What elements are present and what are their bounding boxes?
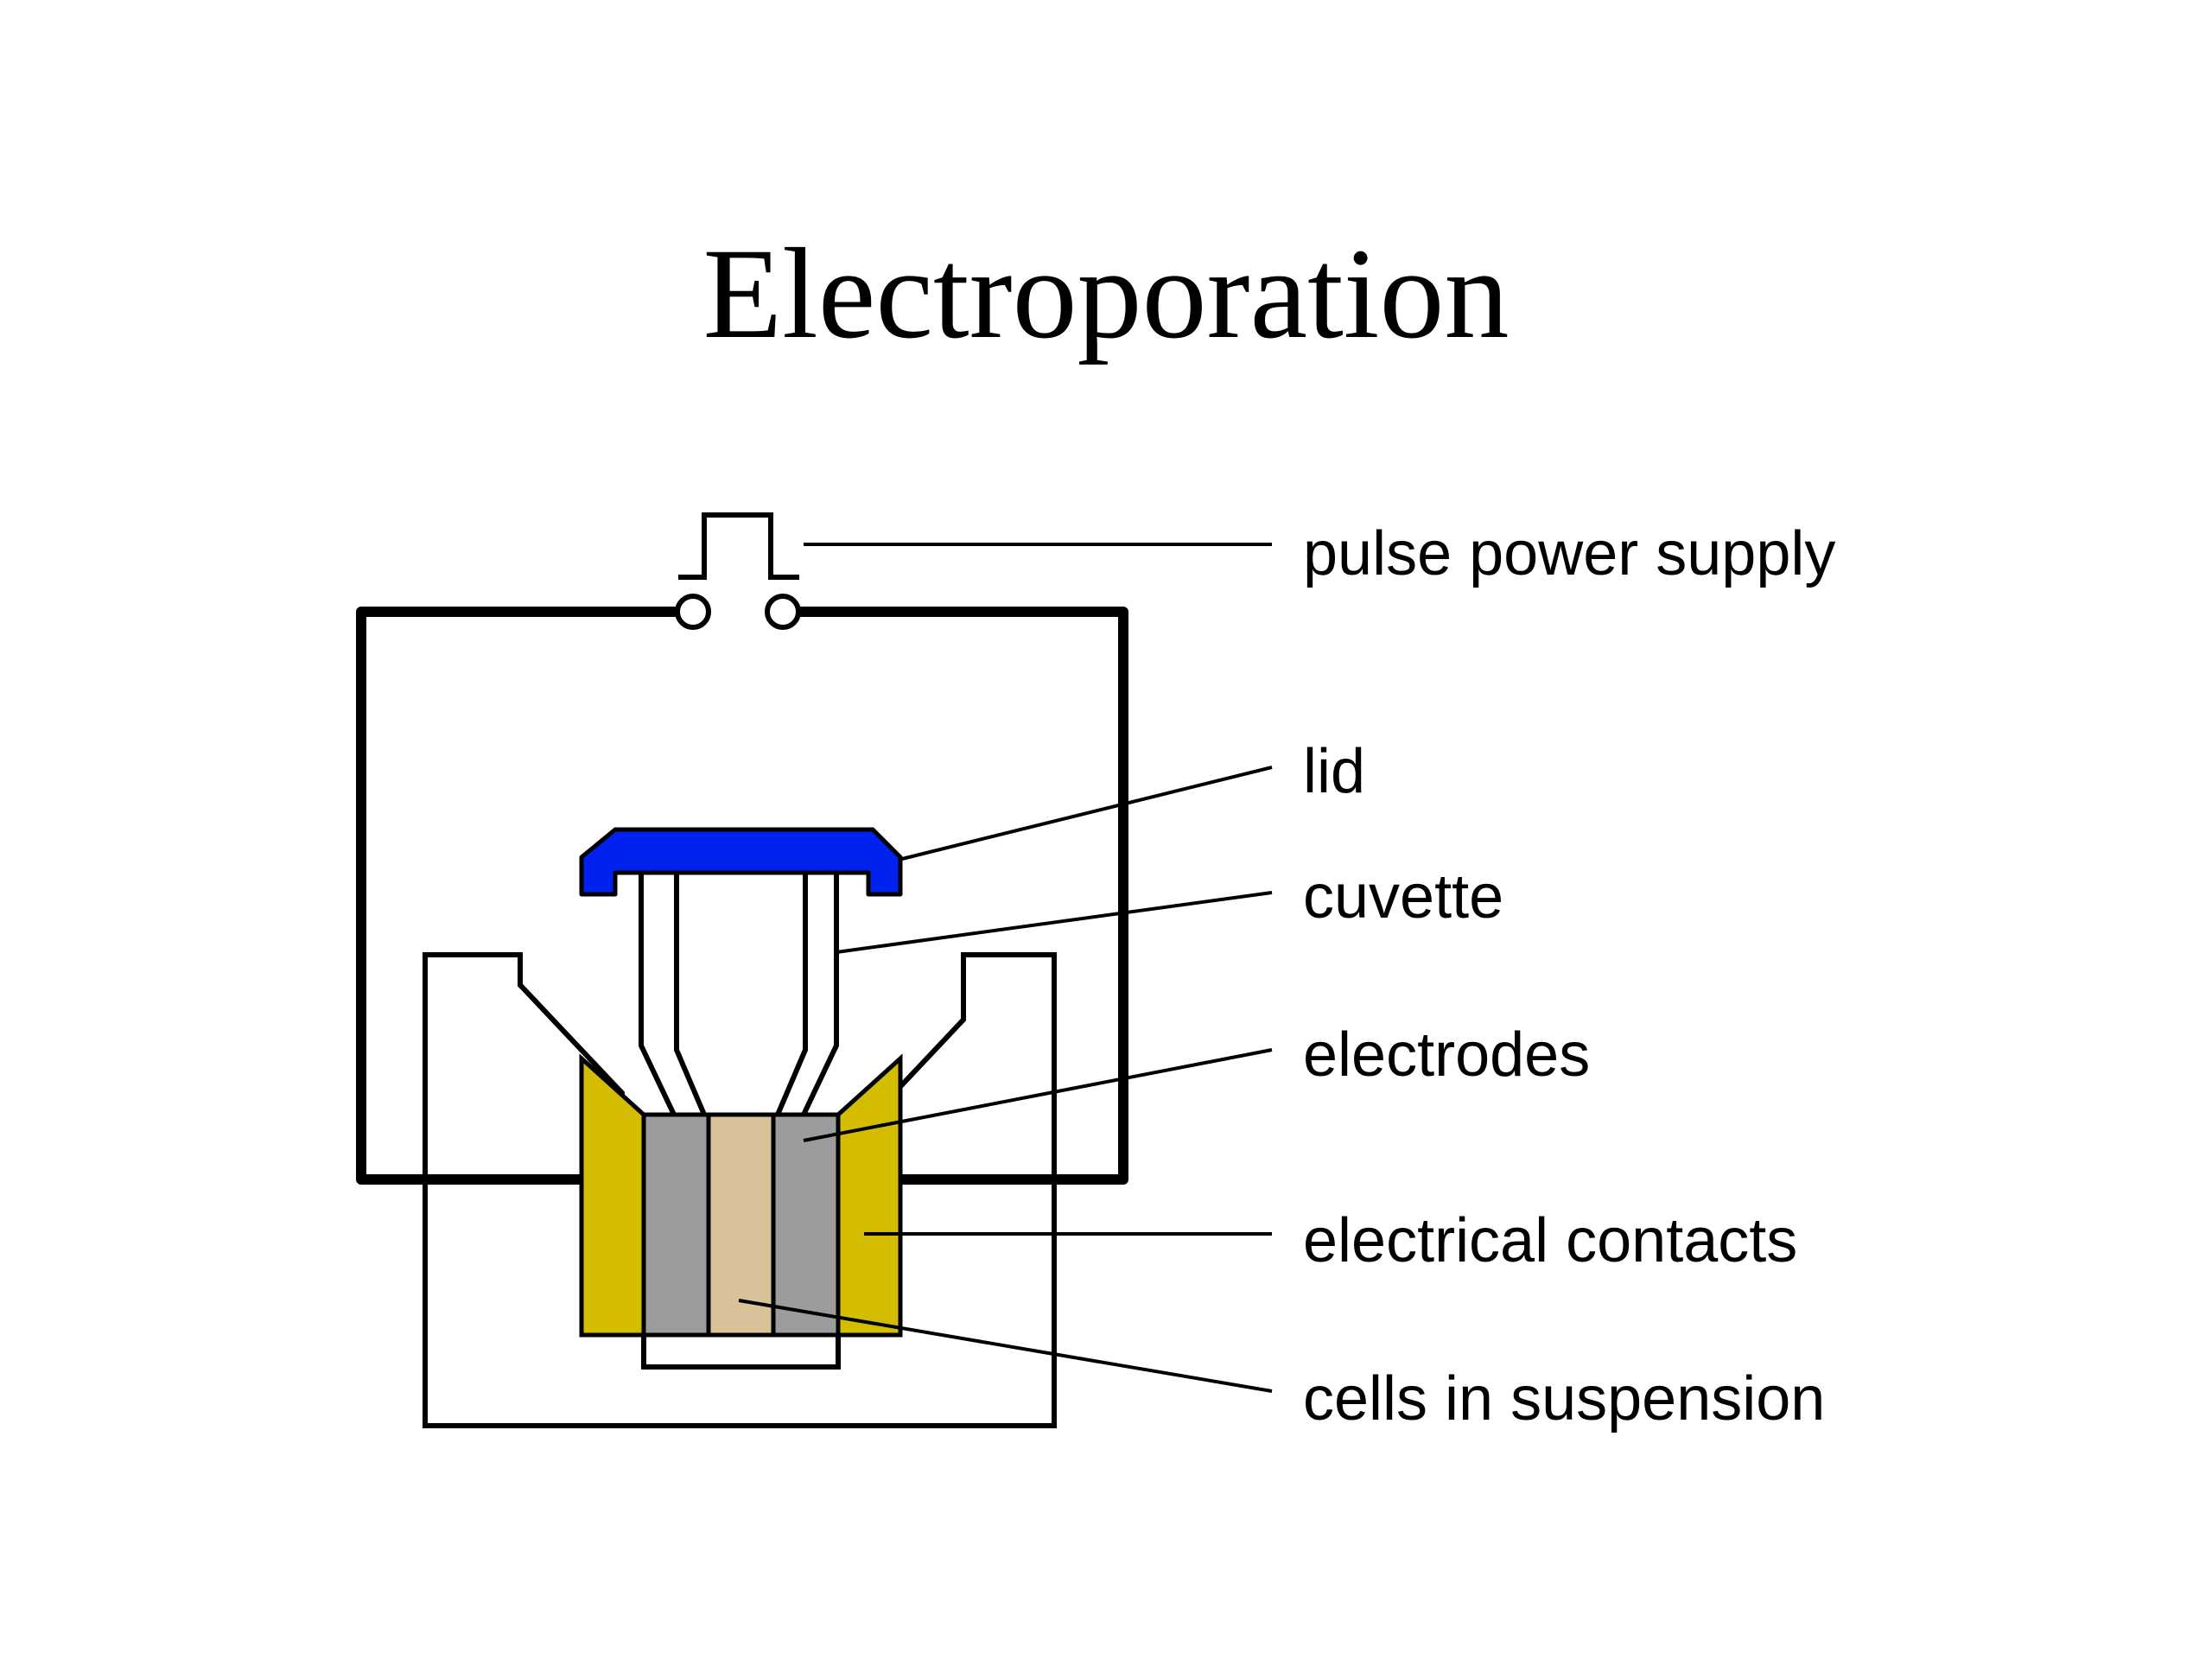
label-electrical-contacts: electrical contacts bbox=[1303, 1206, 1797, 1275]
circuit-wire-right bbox=[799, 607, 1128, 1185]
label-pulse-power-supply: pulse power supply bbox=[1303, 519, 1835, 588]
circuit-wire-left bbox=[356, 607, 676, 1185]
leader-line-lid bbox=[898, 766, 1273, 861]
pulse-symbol bbox=[678, 512, 799, 580]
label-cells-in-suspension: cells in suspension bbox=[1303, 1364, 1825, 1433]
cuvette-outer-right bbox=[801, 873, 839, 1116]
cuvette-outer bbox=[639, 873, 677, 1116]
label-cuvette: cuvette bbox=[1303, 862, 1503, 931]
terminal-right bbox=[765, 594, 801, 630]
leader-line-cuvette bbox=[836, 891, 1273, 954]
cuvette-inner-right bbox=[775, 864, 808, 1116]
electrode-right bbox=[771, 1112, 841, 1338]
leader-line-cells-in-suspension bbox=[738, 1299, 1273, 1393]
cuvette-inner bbox=[674, 864, 707, 1116]
electrical-contact-right bbox=[836, 1053, 903, 1338]
leader-line-electrodes bbox=[803, 1048, 1273, 1142]
label-electrodes: electrodes bbox=[1303, 1020, 1590, 1090]
cells-in-suspension bbox=[706, 1112, 776, 1338]
electrode-left bbox=[641, 1112, 711, 1338]
slide-title: Electroporation bbox=[702, 222, 1510, 365]
terminal-left bbox=[675, 594, 711, 630]
electrical-contact-left bbox=[579, 1053, 646, 1338]
lid bbox=[579, 827, 903, 897]
label-lid: lid bbox=[1303, 737, 1365, 806]
cuvette-bottom bbox=[641, 1335, 841, 1370]
